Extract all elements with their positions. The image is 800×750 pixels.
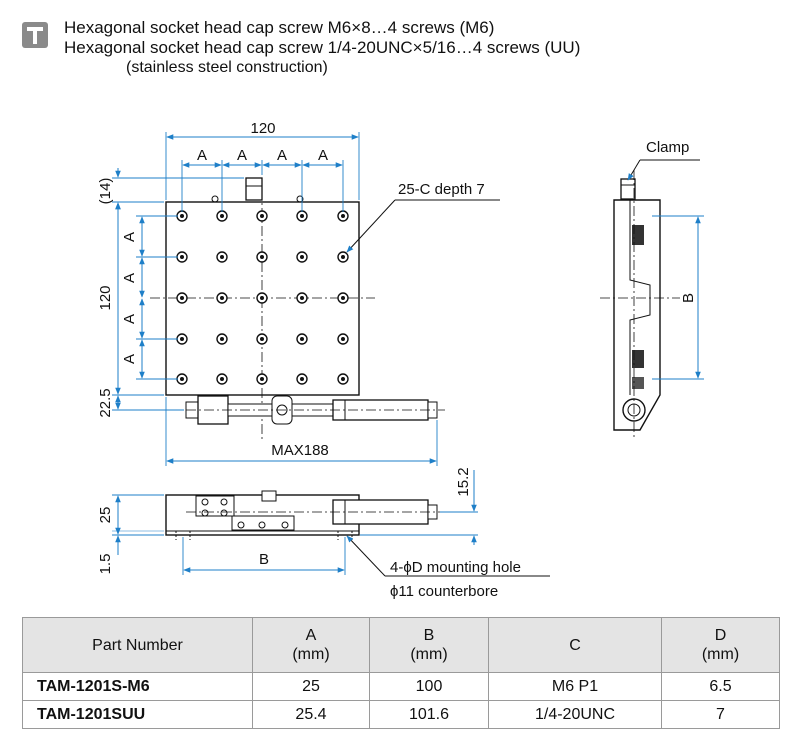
pitch-a-label: A xyxy=(237,147,247,164)
table-cell: 100 xyxy=(369,672,489,701)
tapped-hole-callout: 25-C depth 7 xyxy=(398,181,485,198)
header-c: C xyxy=(488,617,662,673)
clamp-label: Clamp xyxy=(646,139,689,156)
dim-base-1-5: 1.5 xyxy=(97,554,114,575)
table-cell: 101.6 xyxy=(369,700,489,729)
dim-height-25: 25 xyxy=(97,507,114,524)
dim-b-label: B xyxy=(680,293,697,303)
table-cell: 6.5 xyxy=(661,672,780,701)
table-cell: 1/4-20UNC xyxy=(488,700,662,729)
table-row: TAM-1201S-M6 25 100 M6 P1 6.5 xyxy=(22,672,780,701)
part-number-cell: TAM-1201S-M6 xyxy=(22,672,253,701)
mounting-hole-note: 4-ϕD mounting hole xyxy=(390,559,521,576)
dim-b-label: B xyxy=(259,551,269,568)
counterbore-note: ϕ11 counterbore xyxy=(390,583,498,600)
dim-max-188: MAX188 xyxy=(271,442,329,459)
header-part-number: Part Number xyxy=(22,617,253,673)
pitch-a-label: A xyxy=(121,273,138,283)
clamp-knob xyxy=(245,177,263,201)
pitch-a-label: A xyxy=(121,232,138,242)
table-cell: 25.4 xyxy=(252,700,370,729)
dim-bottom-22-5: 22.5 xyxy=(97,388,114,417)
dim-offset-14: (14) xyxy=(97,178,114,205)
table-cell: 25 xyxy=(252,672,370,701)
table-cell: 7 xyxy=(661,700,780,729)
table-header-row: Part Number A(mm) B(mm) C D(mm) xyxy=(22,617,780,673)
header-b: B(mm) xyxy=(369,617,489,673)
top-view: 120 A A A A (14) 120 A A A xyxy=(97,120,500,466)
header-text: Hexagonal socket head cap screw M6×8…4 s… xyxy=(64,18,764,78)
part-number-cell: TAM-1201SUU xyxy=(22,700,253,729)
table-row: TAM-1201SUU 25.4 101.6 1/4-20UNC 7 xyxy=(22,700,780,729)
header-line-2: Hexagonal socket head cap screw 1/4-20UN… xyxy=(64,38,581,57)
dim-width-120: 120 xyxy=(250,120,275,137)
side-view: Clamp B xyxy=(600,139,704,440)
header-line-1: Hexagonal socket head cap screw M6×8…4 s… xyxy=(64,18,495,37)
header-a: A(mm) xyxy=(252,617,370,673)
header-d: D(mm) xyxy=(661,617,780,673)
pitch-a-label: A xyxy=(318,147,328,164)
header-note: (stainless steel construction) xyxy=(126,59,328,76)
pitch-a-label: A xyxy=(277,147,287,164)
front-view: 25 1.5 B 15.2 4-ϕD mounting hole ϕ11 cou… xyxy=(97,467,550,600)
technical-drawing: 120 A A A A (14) 120 A A A xyxy=(97,120,704,600)
pitch-a-label: A xyxy=(121,314,138,324)
pitch-a-label: A xyxy=(121,354,138,364)
screw-tool-icon xyxy=(22,22,48,48)
spec-table: Part Number A(mm) B(mm) C D(mm) TAM-1201… xyxy=(22,617,780,729)
pitch-a-label: A xyxy=(197,147,207,164)
micrometer-head xyxy=(185,395,445,425)
table-cell: M6 P1 xyxy=(488,672,662,701)
dim-center-15-2: 15.2 xyxy=(455,467,472,496)
dim-height-120: 120 xyxy=(97,285,114,310)
